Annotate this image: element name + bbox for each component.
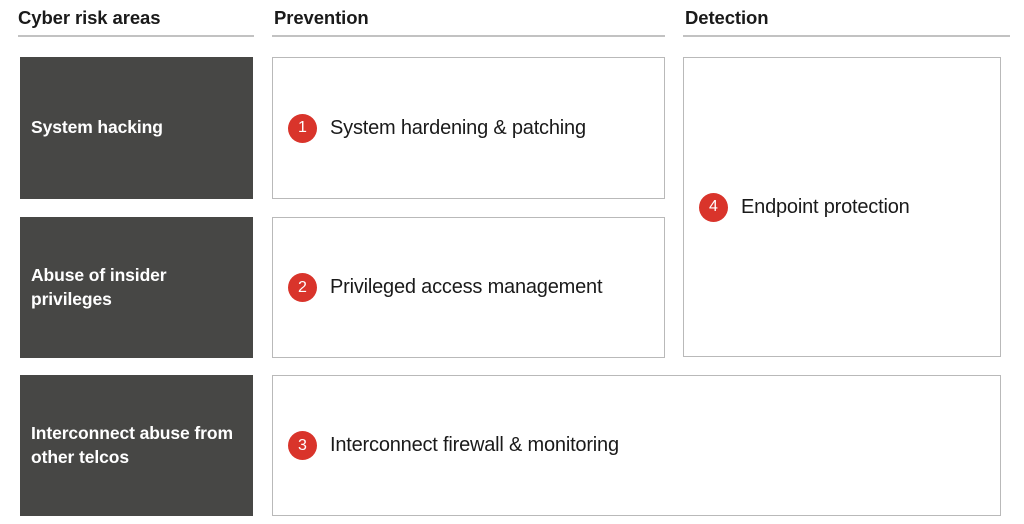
header-rule-detection <box>683 35 1010 37</box>
risk-area-box-system-hacking[interactable]: System hacking <box>20 57 253 199</box>
prevention-control-box-3[interactable]: 3 Interconnect firewall & monitoring <box>272 375 1001 516</box>
column-header-risk-areas: Cyber risk areas <box>18 7 161 28</box>
risk-area-label: System hacking <box>31 117 163 138</box>
detection-control-label: Endpoint protection <box>741 195 910 218</box>
risk-area-label: Interconnect abuse from other telcos <box>31 423 233 467</box>
column-header-detection: Detection <box>685 7 769 28</box>
risk-area-label: Abuse of insider privileges <box>31 265 167 309</box>
step-number-badge: 4 <box>699 192 728 222</box>
step-number-badge: 2 <box>288 273 317 302</box>
step-number-badge: 3 <box>288 431 317 460</box>
column-header-prevention: Prevention <box>274 7 369 28</box>
step-number-badge: 1 <box>288 113 317 143</box>
prevention-control-box-1[interactable]: 1 System hardening & patching <box>272 57 665 199</box>
prevention-control-label: Interconnect firewall & monitoring <box>330 434 619 456</box>
risk-area-box-insider-privileges[interactable]: Abuse of insider privileges <box>20 217 253 358</box>
header-rule-prevention <box>272 35 665 37</box>
risk-area-box-interconnect-abuse[interactable]: Interconnect abuse from other telcos <box>20 375 253 516</box>
prevention-control-box-2[interactable]: 2 Privileged access management <box>272 217 665 358</box>
prevention-control-label: Privileged access management <box>330 276 603 298</box>
header-rule-risk-areas <box>18 35 254 37</box>
detection-control-box-4[interactable]: 4 Endpoint protection <box>683 57 1001 357</box>
prevention-control-label: System hardening & patching <box>330 116 586 139</box>
